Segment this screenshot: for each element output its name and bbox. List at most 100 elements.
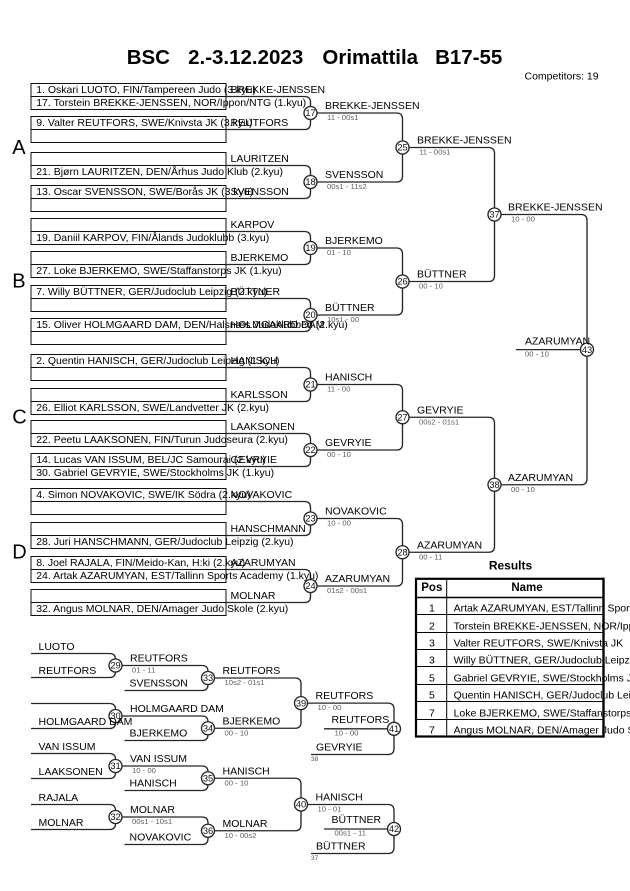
svg-text:24. Artak AZARUMYAN, EST/Talli: 24. Artak AZARUMYAN, EST/Tallinn Sports … (36, 570, 318, 582)
svg-text:11 - 00: 11 - 00 (327, 385, 350, 394)
svg-text:19. Daniil KARPOV, FIN/Ålands: 19. Daniil KARPOV, FIN/Ålands Judoklubb … (36, 231, 269, 244)
svg-text:2: 2 (429, 620, 435, 632)
svg-text:HOLMGAARD DAM: HOLMGAARD DAM (231, 319, 325, 331)
svg-text:HANISCH: HANISCH (316, 792, 363, 804)
svg-text:BJERKEMO: BJERKEMO (325, 235, 383, 247)
svg-text:14. Lucas VAN ISSUM, BEL/JC Sa: 14. Lucas VAN ISSUM, BEL/JC Samourai (2.… (36, 454, 266, 466)
svg-text:LAAKSONEN: LAAKSONEN (39, 766, 103, 778)
svg-text:GEVRYIE: GEVRYIE (417, 404, 464, 416)
svg-text:22. Peetu LAAKSONEN, FIN/Turun: 22. Peetu LAAKSONEN, FIN/Turun Judoseura… (36, 434, 288, 446)
svg-text:3: 3 (429, 654, 435, 666)
svg-text:9. Valter REUTFORS, SWE/Knivst: 9. Valter REUTFORS, SWE/Knivsta JK (3.ky… (36, 117, 252, 129)
svg-text:HANISCH: HANISCH (130, 777, 177, 789)
svg-text:29: 29 (110, 661, 120, 671)
svg-text:BJERKEMO: BJERKEMO (223, 715, 281, 727)
svg-text:25: 25 (397, 143, 407, 153)
svg-text:40: 40 (296, 800, 306, 810)
svg-text:01s2 - 00s1: 01s2 - 00s1 (327, 586, 367, 595)
svg-text:Torstein BREKKE-JENSSEN, NOR/I: Torstein BREKKE-JENSSEN, NOR/Ippon/NTG (454, 620, 630, 632)
svg-text:11 - 00s1: 11 - 00s1 (327, 113, 358, 122)
svg-text:38: 38 (489, 480, 499, 490)
svg-text:32. Angus MOLNAR, DEN/Amager J: 32. Angus MOLNAR, DEN/Amager Judo Skole … (36, 603, 288, 615)
svg-text:01 - 10: 01 - 10 (327, 248, 351, 257)
svg-text:HANSCHMANN: HANSCHMANN (231, 523, 306, 535)
svg-text:AZARUMYAN: AZARUMYAN (525, 336, 590, 348)
svg-text:37: 37 (311, 855, 319, 862)
svg-text:21. Bjørn LAURITZEN, DEN/Århus: 21. Bjørn LAURITZEN, DEN/Århus Judo Klub… (36, 165, 283, 178)
svg-text:36: 36 (203, 826, 213, 836)
svg-text:26: 26 (397, 277, 407, 287)
svg-text:GEVRYIE: GEVRYIE (325, 437, 372, 449)
svg-text:LAURITZEN: LAURITZEN (231, 153, 289, 165)
svg-text:BSC: BSC (127, 46, 170, 69)
svg-text:SVENSSON: SVENSSON (130, 677, 188, 689)
svg-text:18: 18 (305, 177, 315, 187)
svg-text:REUTFORS: REUTFORS (39, 665, 97, 677)
svg-text:3: 3 (429, 637, 435, 649)
svg-text:VAN ISSUM: VAN ISSUM (130, 753, 187, 765)
svg-text:LUOTO: LUOTO (39, 641, 75, 653)
svg-text:15. Oliver HOLMGAARD DAM, DEN/: 15. Oliver HOLMGAARD DAM, DEN/Halsnæs Ju… (36, 319, 348, 331)
svg-text:Loke BJERKEMO, SWE/Staffanstor: Loke BJERKEMO, SWE/Staffanstorps JK (454, 707, 630, 719)
svg-text:10s1 - 00: 10s1 - 00 (327, 315, 359, 324)
svg-text:00 - 10: 00 - 10 (225, 728, 249, 737)
svg-text:00 - 10: 00 - 10 (225, 778, 249, 787)
svg-text:00 - 11: 00 - 11 (419, 552, 442, 561)
svg-text:Name: Name (511, 582, 542, 594)
svg-text:MOLNAR: MOLNAR (231, 590, 276, 602)
svg-text:AZARUMYAN: AZARUMYAN (417, 539, 482, 551)
svg-text:AZARUMYAN: AZARUMYAN (508, 472, 573, 484)
svg-text:37: 37 (489, 210, 499, 220)
svg-text:27: 27 (397, 412, 407, 422)
svg-text:00s1 - 10s1: 00s1 - 10s1 (132, 817, 172, 826)
svg-text:Willy BÜTTNER, GER/Judoclub Le: Willy BÜTTNER, GER/Judoclub Leipzig (454, 654, 630, 666)
svg-text:BREKKE-JENSSEN: BREKKE-JENSSEN (508, 202, 603, 214)
svg-text:19: 19 (305, 243, 315, 253)
svg-text:HOLMGAARD DAM: HOLMGAARD DAM (39, 716, 133, 728)
svg-text:REUTFORS: REUTFORS (332, 714, 390, 726)
svg-text:REUTFORS: REUTFORS (316, 690, 374, 702)
svg-text:BREKKE-JENSSEN: BREKKE-JENSSEN (325, 100, 420, 112)
svg-text:HANISCH: HANISCH (325, 372, 372, 384)
svg-text:BJERKEMO: BJERKEMO (130, 727, 188, 739)
svg-text:SVENSSON: SVENSSON (231, 186, 289, 198)
svg-text:10s2 - 01s1: 10s2 - 01s1 (225, 678, 265, 687)
svg-text:MOLNAR: MOLNAR (223, 818, 268, 830)
svg-text:30: 30 (110, 711, 120, 721)
svg-text:20: 20 (305, 310, 315, 320)
svg-text:28: 28 (397, 547, 407, 557)
svg-text:Quentin HANISCH, GER/Judoclub: Quentin HANISCH, GER/Judoclub Leipzig (454, 689, 630, 701)
svg-text:30. Gabriel GEVRYIE, SWE/Stock: 30. Gabriel GEVRYIE, SWE/Stockholms JK (… (36, 467, 274, 479)
svg-text:43: 43 (582, 345, 592, 355)
svg-text:7: 7 (429, 707, 435, 719)
svg-text:00s1 - 11s2: 00s1 - 11s2 (327, 182, 367, 191)
svg-text:5: 5 (429, 672, 435, 684)
svg-text:HANISCH: HANISCH (231, 355, 278, 367)
svg-text:Angus MOLNAR, DEN/Amager Judo: Angus MOLNAR, DEN/Amager Judo Skole (454, 724, 630, 736)
svg-text:A: A (12, 137, 26, 159)
svg-text:00 - 10: 00 - 10 (511, 485, 535, 494)
svg-text:13. Oscar SVENSSON, SWE/Borås: 13. Oscar SVENSSON, SWE/Borås JK (3.kyu) (36, 186, 253, 198)
svg-text:BÜTTNER: BÜTTNER (417, 269, 467, 281)
svg-text:BREKKE-JENSSEN: BREKKE-JENSSEN (417, 135, 512, 147)
svg-text:01 - 11: 01 - 11 (132, 666, 155, 675)
svg-text:00 - 10: 00 - 10 (419, 282, 443, 291)
svg-text:SVENSSON: SVENSSON (325, 169, 383, 181)
svg-text:00 - 10: 00 - 10 (525, 350, 549, 359)
svg-text:42: 42 (389, 824, 399, 834)
svg-text:GEVRYIE: GEVRYIE (231, 454, 278, 466)
svg-text:REUTFORS: REUTFORS (130, 653, 188, 665)
svg-text:NOVAKOVIC: NOVAKOVIC (231, 489, 293, 501)
svg-text:Orimattila: Orimattila (322, 46, 418, 69)
svg-text:VAN ISSUM: VAN ISSUM (39, 741, 96, 753)
svg-text:35: 35 (203, 773, 213, 783)
svg-text:KARLSSON: KARLSSON (231, 389, 288, 401)
svg-text:BÜTTNER: BÜTTNER (332, 814, 382, 826)
svg-text:1. Oskari LUOTO, FIN/Tampereen: 1. Oskari LUOTO, FIN/Tampereen Judo (3.k… (36, 84, 256, 96)
svg-text:28. Juri HANSCHMANN, GER/Judoc: 28. Juri HANSCHMANN, GER/Judoclub Leipzi… (36, 536, 293, 548)
svg-text:Valter REUTFORS, SWE/Knivsta J: Valter REUTFORS, SWE/Knivsta JK (454, 637, 624, 649)
svg-text:HOLMGAARD DAM: HOLMGAARD DAM (130, 703, 224, 715)
svg-text:REUTFORS: REUTFORS (231, 117, 289, 129)
svg-text:39: 39 (296, 698, 306, 708)
svg-text:8. Joel RAJALA, FIN/Meido-Kan,: 8. Joel RAJALA, FIN/Meido-Kan, H:ki (2.k… (36, 557, 245, 569)
